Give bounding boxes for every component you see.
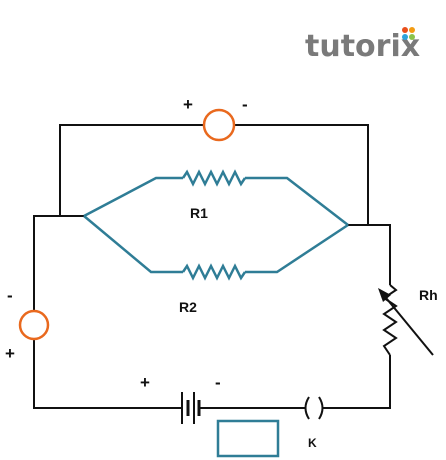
rheostat-label: Rh: [419, 287, 438, 303]
branch-r1-left: [83, 176, 183, 218]
resistor-r1-icon: [181, 169, 247, 187]
logo-wordmark: tutorix: [305, 29, 420, 64]
wire-left-upper: [33, 215, 84, 311]
battery-icon: [181, 392, 201, 424]
wire-right-lower: [323, 355, 391, 409]
branch-r2-left: [83, 215, 183, 274]
wire-top-left: [59, 124, 204, 216]
parallel-resistor-network: [83, 169, 349, 281]
left-meter-icon: [18, 309, 50, 341]
key-icon: [304, 396, 324, 420]
key-label: K: [308, 436, 317, 450]
battery-plus-label: +: [140, 373, 150, 392]
rheostat-coil: [382, 284, 398, 356]
top-meter-plus-label: +: [183, 95, 193, 114]
circuit-wires: [33, 124, 391, 409]
left-meter-plus-label: +: [5, 344, 15, 363]
branch-r1-right: [245, 176, 349, 226]
r1-label: R1: [190, 205, 208, 221]
rheostat-arrowhead-icon: [378, 288, 391, 302]
tutorix-logo: tutorix: [305, 27, 420, 64]
top-meter-icon: [202, 108, 236, 142]
component-box: [216, 419, 280, 458]
r2-label: R2: [179, 299, 197, 315]
wire-left-lower: [33, 339, 181, 409]
wire-right-upper: [348, 224, 391, 285]
rheostat-icon: [378, 284, 434, 356]
wire-top-right: [234, 124, 369, 225]
branch-r2-right: [245, 223, 349, 274]
logo-dots-icon: [402, 27, 415, 40]
battery-minus-label: -: [215, 373, 221, 392]
left-meter-minus-label: -: [7, 286, 13, 305]
top-meter-minus-label: -: [242, 95, 248, 114]
resistor-r2-icon: [181, 263, 247, 281]
rheostat-arrow-shaft: [381, 292, 434, 356]
